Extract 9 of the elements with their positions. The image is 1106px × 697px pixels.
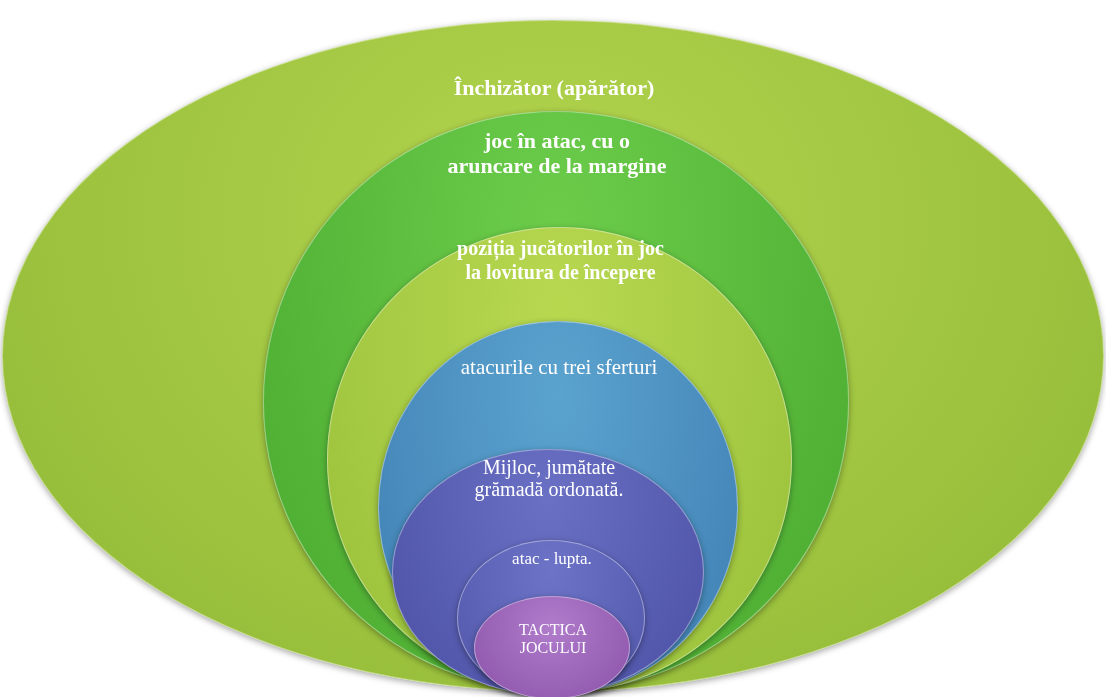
- ellipse-label: Închizător (apărător): [452, 74, 656, 102]
- ellipse-label: joc în atac, cu o aruncare de la margine: [446, 128, 668, 178]
- ellipse: [457, 540, 645, 696]
- ellipse-label: TACTICA JOCULUI: [517, 621, 588, 657]
- ellipse-label: atac - lupta.: [511, 549, 593, 568]
- ellipse-label: poziția jucătorilor în joc la lovitura de începere: [456, 236, 665, 284]
- ellipse: [474, 596, 630, 697]
- ellipse-label: Mijloc, jumătate grămadă ordonată.: [473, 456, 625, 500]
- ellipse-label: atacurile cu trei sferturi: [459, 354, 659, 380]
